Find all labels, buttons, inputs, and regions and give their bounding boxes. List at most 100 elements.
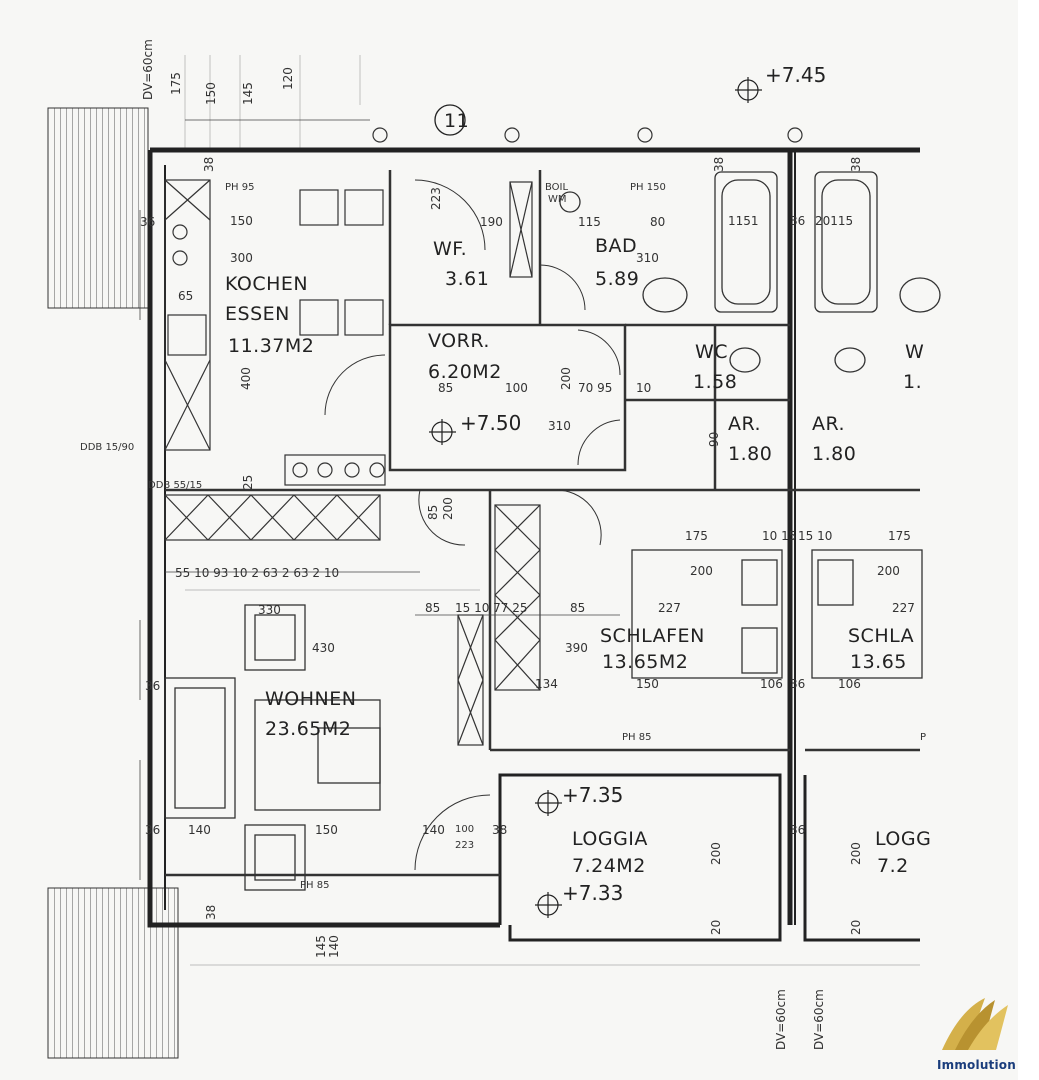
dim-100: 100 [505,381,528,395]
dim-20a: 20 [709,920,723,935]
dim-150c: 150 [636,677,659,691]
room-wf: WF. [433,238,467,260]
level-loggia-bottom: +7.33 [562,881,623,905]
room-ar2-area: 1.80 [812,443,856,465]
room-essen: ESSEN [225,303,290,325]
dim-200a: 200 [559,367,573,390]
room-schla2-area: 13.65 [850,651,907,673]
kitchen-counter [164,179,386,486]
door-85: 85 [426,505,440,520]
level-markers [429,77,762,918]
level-loggia-top: +7.35 [562,783,623,807]
door-223: 223 [429,187,443,210]
dim-25: 25 [241,475,255,490]
dim-38b: 38 [712,157,726,172]
dim-ph150: PH 150 [630,182,666,193]
dim-200b: 200 [690,564,713,578]
dim-106a: 106 [760,677,783,691]
dim-400: 400 [239,367,253,390]
room-bad-area: 5.89 [595,268,639,290]
door-200: 200 [441,497,455,520]
room-loggia2: LOGG [875,828,931,850]
room-kochen: KOCHEN [225,273,308,295]
room-schlafen: SCHLAFEN [600,625,705,647]
dim-80: 80 [650,215,665,229]
dim-175c: 175 [888,529,911,543]
room-vorr-area: 6.20M2 [428,361,502,383]
beds [631,549,923,679]
dim-223: 223 [455,840,474,851]
door-swings [324,179,621,871]
page-margin [1018,0,1039,1080]
room-loggia: LOGGIA [572,828,648,850]
dim-38e: 38 [204,905,218,920]
dim-120: 120 [281,67,295,90]
room-ar1-area: 1.80 [728,443,772,465]
dim-36c: 36 [145,823,160,837]
room-wohnen-area: 23.65M2 [265,718,351,740]
dim-200e: 200 [849,842,863,865]
dim-65: 65 [178,289,193,303]
dim-390: 390 [565,641,588,655]
dim-row: 55 10 93 10 2 63 2 63 2 10 [175,566,339,580]
dim-200c: 200 [877,564,900,578]
room-kochen-area: 11.37M2 [228,335,314,357]
balcony-hatch-bottom [47,887,179,1059]
dim-175: 175 [169,72,183,95]
dim-140a: 140 [188,823,211,837]
room-bad: BAD [595,235,637,257]
dim-85b: 85 [425,601,440,615]
dim-ph95: PH 95 [225,182,254,193]
dim-190: 190 [480,215,503,229]
dim-dv-b1: DV=60cm [774,989,788,1050]
dim-1151: 1151 [728,214,759,228]
dim-38d: 38 [492,823,507,837]
room-ar1: AR. [728,413,761,435]
dim-dv-b2: DV=60cm [812,989,826,1050]
guide-lines [184,55,920,966]
boiler-label: BOIL [545,182,569,193]
level-hall: +7.50 [460,411,521,435]
dim-20b: 20 [849,920,863,935]
dim-150b: 150 [230,214,253,228]
room-ar2: AR. [812,413,845,435]
dim-15107725: 15 10 77 25 [455,601,528,615]
dim-38c: 38 [849,157,863,172]
dim-36a: 36 [140,215,155,229]
dim-7095: 70 95 [578,381,612,395]
dim-150d: 150 [315,823,338,837]
dim-134: 134 [535,677,558,691]
dining-set [299,189,384,336]
dim-85c: 85 [570,601,585,615]
interior-walls [165,170,920,877]
room-wc2: W [905,341,924,363]
room-wc: WC [695,341,728,363]
shelving [164,181,541,746]
level-top: +7.45 [765,63,826,87]
dim-330: 330 [258,603,281,617]
dim-10: 10 [636,381,651,395]
dim-1510: 15 10 [798,529,832,543]
dim-36d: 36 [790,677,805,691]
dim-36e: 36 [790,823,805,837]
room-wohnen: WOHNEN [265,688,356,710]
door-90: 90 [707,432,721,447]
dim-dv-top: DV=60cm [141,39,155,100]
dim-38a: 38 [202,157,216,172]
room-loggia-area: 7.24M2 [572,855,646,877]
dim-140c: 140 [327,935,341,958]
columns [372,127,803,143]
dim-36f: 36 [790,214,805,228]
room-wf-area: 3.61 [445,268,489,290]
dim-300: 300 [230,251,253,265]
dim-310b: 310 [548,419,571,433]
dim-200d: 200 [709,842,723,865]
dim-85a: 85 [438,381,453,395]
dimension-lines [139,119,620,880]
dim-100b: 100 [455,824,474,835]
balcony-hatch-top [47,107,149,309]
room-schla2: SCHLA [848,625,914,647]
wm-label: WM [548,194,567,205]
dim-310a: 310 [636,251,659,265]
